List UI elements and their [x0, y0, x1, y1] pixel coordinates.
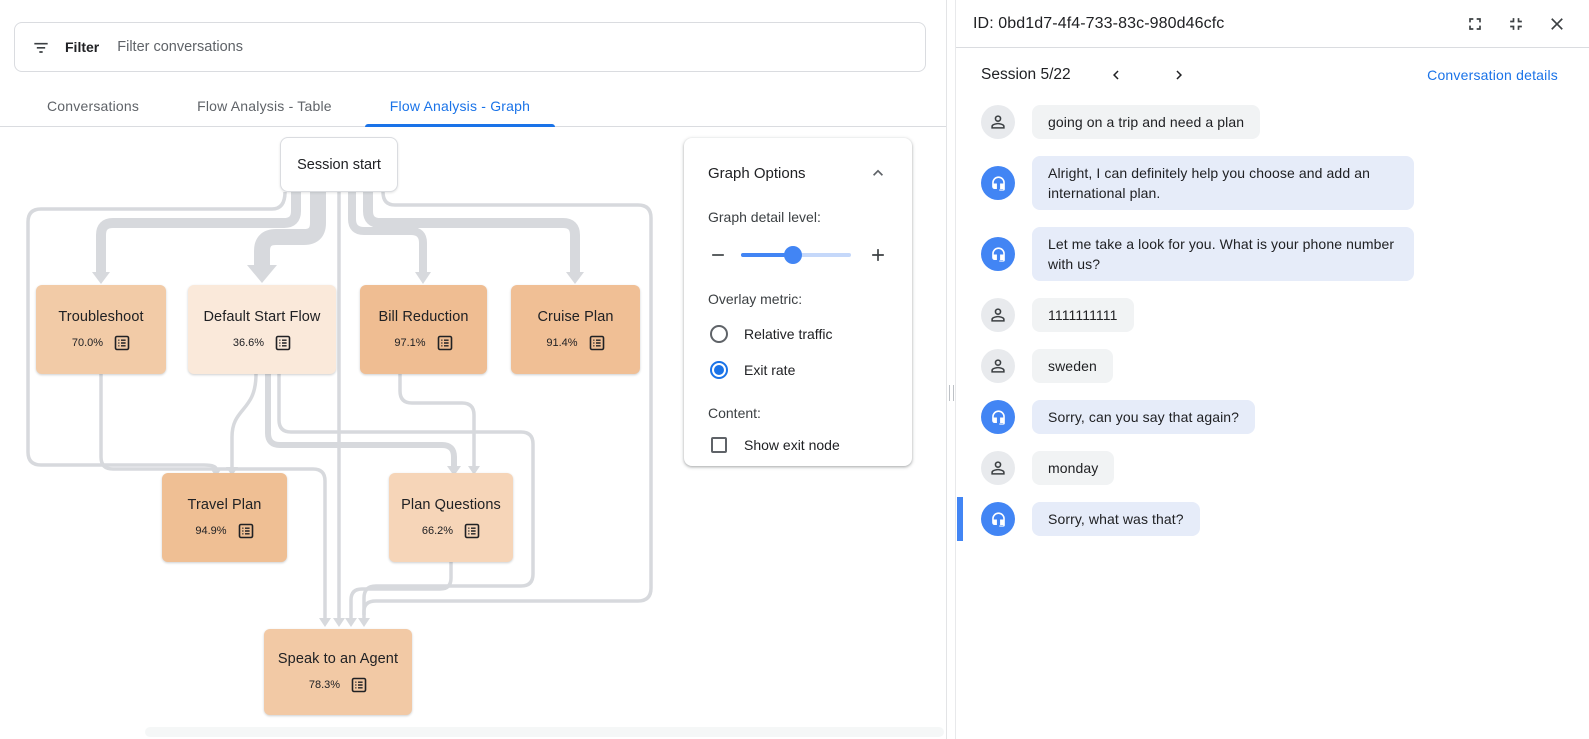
message-bubble: sweden: [1032, 349, 1113, 383]
previous-session-icon[interactable]: [1107, 66, 1125, 84]
message-bubble: going on a trip and need a plan: [1032, 105, 1261, 139]
exit-rate-value: 91.4%: [546, 336, 578, 349]
tab-flow-analysis-graph[interactable]: Flow Analysis - Graph: [364, 86, 556, 127]
panel-resize-divider[interactable]: [946, 0, 956, 739]
conversation-detail-panel: ID: 0bd1d7-4f4-733-83c-980d46cfc Session…: [956, 0, 1589, 739]
exit-rate-value: 78.3%: [308, 679, 341, 691]
slider-track[interactable]: [741, 246, 851, 264]
slider-fill: [741, 253, 793, 257]
person-icon: [991, 359, 1005, 373]
node-details-icon[interactable]: [275, 335, 291, 351]
bot-avatar: [981, 237, 1015, 271]
exit-rate-value: 94.9%: [195, 524, 227, 537]
radio-circle[interactable]: [710, 325, 728, 343]
user-avatar: [981, 105, 1015, 139]
node-details-icon[interactable]: [589, 335, 605, 351]
user-avatar: [981, 349, 1015, 383]
headset-icon: [991, 246, 1005, 262]
graph-options-card: Graph Options Graph detail level: Overla…: [684, 138, 912, 466]
node-details-icon[interactable]: [464, 523, 480, 539]
horizontal-scrollbar[interactable]: [145, 727, 944, 737]
session-nav-row: Session 5/22 Conversation details: [956, 48, 1589, 102]
overlay-metric-label: Overlay metric:: [708, 291, 803, 307]
flow-graph-canvas[interactable]: Session start Troubleshoot 70.0% Default…: [0, 127, 946, 739]
close-icon[interactable]: [1547, 14, 1567, 34]
bot-avatar: [981, 502, 1015, 536]
conversation-header: ID: 0bd1d7-4f4-733-83c-980d46cfc: [956, 0, 1589, 48]
radio-exit-rate[interactable]: Exit rate: [710, 361, 888, 379]
person-icon: [991, 115, 1005, 129]
message-bubble: monday: [1032, 451, 1115, 485]
node-plan-questions[interactable]: Plan Questions 66.2%: [389, 473, 513, 562]
session-counter: Session 5/22: [981, 66, 1071, 83]
tab-bar: Conversations Flow Analysis - Table Flow…: [0, 86, 946, 127]
radio-circle-checked[interactable]: [710, 361, 728, 379]
user-avatar: [981, 451, 1015, 485]
node-details-icon[interactable]: [437, 335, 453, 351]
exit-rate-value: 97.1%: [394, 336, 426, 349]
person-icon: [991, 308, 1005, 322]
filter-input[interactable]: Filter conversations: [117, 39, 243, 55]
message-bubble: Alright, I can definitely help you choos…: [1032, 156, 1414, 210]
message-row-user: monday: [956, 451, 1589, 485]
slider-increase-button[interactable]: [868, 245, 888, 265]
radio-relative-traffic[interactable]: Relative traffic: [710, 325, 888, 343]
message-row-bot: Let me take a look for you. What is your…: [956, 227, 1589, 281]
content-label: Content:: [708, 405, 761, 421]
fullscreen-exit-icon[interactable]: [1506, 14, 1526, 34]
tab-conversations[interactable]: Conversations: [47, 98, 140, 114]
node-default-start-flow[interactable]: Default Start Flow 36.6%: [188, 285, 336, 374]
message-row-bot: Sorry, can you say that again?: [956, 400, 1589, 434]
node-details-icon[interactable]: [238, 523, 254, 539]
checkbox-show-exit-node[interactable]: Show exit node: [711, 437, 888, 453]
conversation-details-link[interactable]: Conversation details: [1427, 67, 1558, 83]
slider-decrease-button[interactable]: [708, 245, 728, 265]
user-avatar: [981, 298, 1015, 332]
headset-icon: [991, 511, 1005, 527]
collapse-chevron-up-icon[interactable]: [868, 163, 888, 183]
node-travel-plan[interactable]: Travel Plan 94.9%: [162, 473, 287, 562]
headset-icon: [991, 175, 1005, 191]
node-details-icon[interactable]: [351, 677, 367, 693]
node-details-icon[interactable]: [114, 335, 130, 351]
node-troubleshoot[interactable]: Troubleshoot 70.0%: [36, 285, 166, 374]
filter-label: Filter: [65, 39, 100, 55]
filter-icon: [34, 42, 48, 53]
person-icon: [991, 461, 1005, 475]
checkbox-box[interactable]: [711, 437, 727, 453]
message-bubble: Let me take a look for you. What is your…: [1032, 227, 1414, 281]
tab-flow-analysis-table[interactable]: Flow Analysis - Table: [197, 98, 332, 114]
node-session-start[interactable]: Session start: [280, 137, 398, 192]
next-session-icon[interactable]: [1170, 66, 1188, 84]
exit-rate-value: 66.2%: [421, 524, 454, 537]
bot-avatar: [981, 400, 1015, 434]
node-speak-to-an-agent[interactable]: Speak to an Agent 78.3%: [264, 629, 412, 715]
fullscreen-icon[interactable]: [1465, 14, 1485, 34]
resize-grip-icon: [949, 385, 954, 401]
bot-avatar: [981, 166, 1015, 200]
headset-icon: [991, 409, 1005, 425]
message-bubble: Sorry, what was that?: [1032, 502, 1200, 536]
conversation-id-title: ID: 0bd1d7-4f4-733-83c-980d46cfc: [973, 14, 1225, 32]
message-row-bot-selected: Sorry, what was that?: [956, 497, 1589, 541]
message-row-user: sweden: [956, 349, 1589, 383]
message-bubble: 1111111111: [1032, 298, 1134, 332]
message-row-bot: Alright, I can definitely help you choos…: [956, 156, 1589, 210]
message-row-user: going on a trip and need a plan: [956, 105, 1589, 139]
node-bill-reduction[interactable]: Bill Reduction 97.1%: [360, 285, 487, 374]
flow-analysis-panel: Filter Filter conversations Conversation…: [0, 22, 946, 739]
message-list: going on a trip and need a plan Alright,…: [956, 102, 1589, 541]
exit-rate-value: 36.6%: [232, 336, 265, 349]
flow-edges: [26, 191, 653, 627]
message-bubble: Sorry, can you say that again?: [1032, 400, 1256, 434]
exit-rate-value: 70.0%: [71, 336, 104, 349]
graph-options-title: Graph Options: [708, 164, 806, 182]
message-row-user: 1111111111: [956, 298, 1589, 332]
detail-level-label: Graph detail level:: [708, 209, 821, 225]
filter-bar[interactable]: Filter Filter conversations: [14, 22, 926, 72]
slider-thumb[interactable]: [783, 246, 802, 264]
node-cruise-plan[interactable]: Cruise Plan 91.4%: [511, 285, 640, 374]
detail-level-slider: [708, 245, 888, 265]
